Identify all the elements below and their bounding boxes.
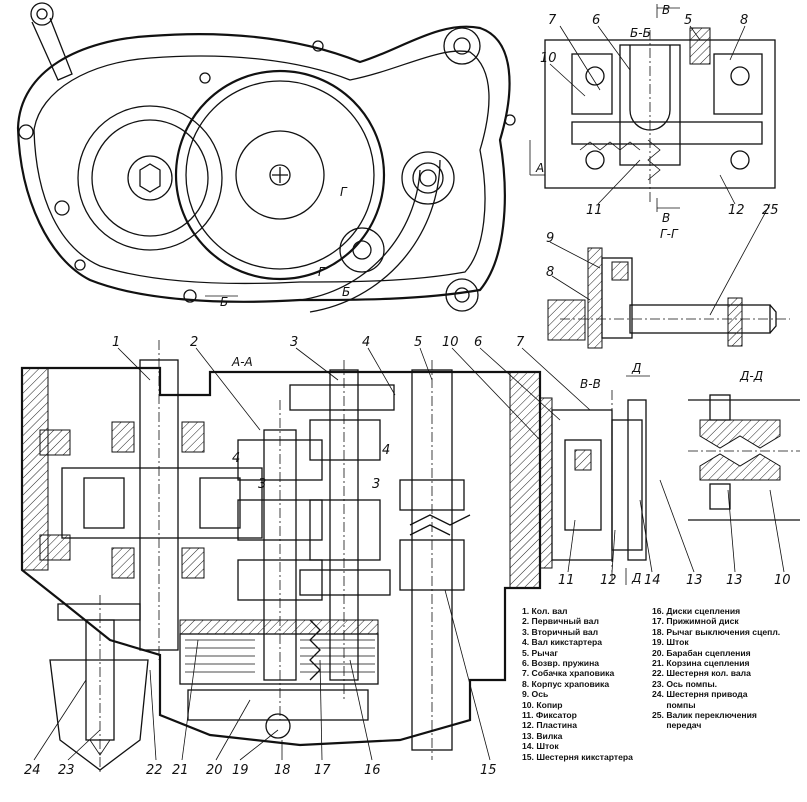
legend-item: 21. Корзина сцепления (652, 658, 750, 669)
legend-item: 10. Копир (522, 699, 563, 710)
legend-item: 20. Барабан сцепления (652, 647, 751, 658)
callout-21: 21 (172, 763, 189, 778)
section-dd-view (688, 394, 800, 521)
callout-2: 2 (190, 335, 198, 350)
legend-item: 8. Корпус храповика (522, 678, 610, 689)
legend-item: 17. Прижимной диск (652, 616, 739, 627)
callout-1: 1 (112, 335, 120, 350)
section-mark-v-top: В (662, 3, 670, 17)
callout-25: 25 (762, 203, 779, 218)
legend-item: 3. Вторичный вал (522, 626, 599, 637)
callout-10-top: 10 (540, 51, 557, 66)
callout-13-b: 13 (726, 573, 743, 588)
section-mark-v-bottom: В (662, 211, 670, 225)
legend-item: 22. Шестерня кол. вала (652, 668, 751, 679)
callout-11-right: 11 (558, 573, 575, 588)
callout-6: 6 (474, 335, 482, 350)
callout-10: 10 (442, 335, 459, 350)
callout-10-right: 10 (774, 573, 791, 588)
callout-16: 16 (364, 763, 381, 778)
callout-13-a: 13 (686, 573, 703, 588)
section-title-gg: Г-Г (660, 227, 679, 241)
callout-15: 15 (480, 763, 497, 778)
callout-4: 4 (362, 335, 370, 350)
section-title-bb: Б-Б (630, 26, 651, 40)
callout-12-right: 12 (600, 573, 617, 588)
section-mark-g-bottom: Г (318, 265, 326, 279)
callout-23: 23 (58, 763, 75, 778)
callout-6-top: 6 (592, 13, 600, 28)
callout-8-top: 8 (740, 13, 748, 28)
legend-item: 13. Вилка (522, 730, 563, 741)
section-mark-b-left: Б (220, 295, 228, 309)
section-title-dd: Д-Д (739, 369, 763, 383)
callout-3-side-right: 3 (372, 477, 380, 492)
legend-item: 12. Пластина (522, 720, 577, 731)
callout-3-side-left: 3 (258, 477, 266, 492)
callout-5-top: 5 (684, 13, 692, 28)
legend-item: 6. Возвр. пружина (522, 658, 600, 669)
callouts-right: 11 12 14 13 13 10 (558, 573, 791, 588)
callout-20: 20 (206, 763, 223, 778)
callout-14: 14 (644, 573, 661, 588)
callouts-top: 7 6 5 8 10 11 12 25 9 8 (540, 13, 779, 280)
section-mark-b-right: Б (342, 285, 350, 299)
section-bb-view (544, 4, 776, 212)
section-title-vv: В-В (580, 377, 601, 391)
section-mark-d-top: Д (631, 361, 641, 375)
legend-item: 19. Шток (652, 637, 689, 648)
legend-item: помпы (652, 699, 696, 710)
callout-17: 17 (314, 763, 331, 778)
legend-item: 23. Ось помпы. (652, 678, 718, 689)
legend-item: 5. Рычаг (522, 647, 558, 658)
callout-9: 9 (546, 231, 554, 246)
callout-18: 18 (274, 763, 291, 778)
callout-3: 3 (290, 335, 298, 350)
legend-item: 18. Рычаг выключения сцепл. (652, 626, 781, 637)
leader-lines (33, 25, 785, 761)
legend-item: 25. Валик переключения (652, 710, 757, 721)
callout-4-side-right: 4 (382, 443, 390, 458)
legend-item: 2. Первичный вал (522, 616, 599, 627)
callout-7: 7 (516, 335, 525, 350)
section-vv-view (539, 375, 650, 585)
callout-22: 22 (146, 763, 163, 778)
callout-7-top: 7 (548, 13, 557, 28)
legend-item: 9. Ось (522, 689, 549, 700)
callout-11-top: 11 (586, 203, 603, 218)
callout-8-mid: 8 (546, 265, 554, 280)
legend-item: 7. Собачка храповика (522, 668, 615, 679)
callout-24: 24 (24, 763, 41, 778)
legend-item: 24. Шестерня привода (652, 689, 748, 700)
legend-item: 4. Вал кикстартера (522, 637, 603, 648)
section-aa-view (20, 340, 542, 775)
legend-item: 11. Фиксатор (522, 710, 577, 721)
callouts-main: 1 2 3 4 5 10 6 7 3 3 4 4 (112, 335, 525, 492)
callout-4-side-left: 4 (232, 451, 240, 466)
crankcase-top-view (16, 2, 545, 313)
section-title-aa: А-А (231, 355, 253, 369)
section-mark-g-top: Г (340, 185, 348, 199)
legend-item: 14. Шток (522, 741, 559, 752)
callout-19: 19 (232, 763, 249, 778)
legend-item: 15. Шестерня кикстартера (522, 751, 633, 762)
section-mark-a: А (535, 161, 544, 175)
callouts-bottom: 24 23 22 21 20 19 18 17 16 15 (24, 763, 497, 778)
callout-5: 5 (414, 335, 422, 350)
legend-item: передач (652, 720, 702, 731)
section-gg-view (547, 247, 790, 349)
legend-item: 16. Диски сцепления (652, 606, 741, 616)
callout-12-top: 12 (728, 203, 745, 218)
section-mark-d-bottom: Д (631, 571, 641, 585)
legend-item: 1. Кол. вал (522, 606, 568, 616)
